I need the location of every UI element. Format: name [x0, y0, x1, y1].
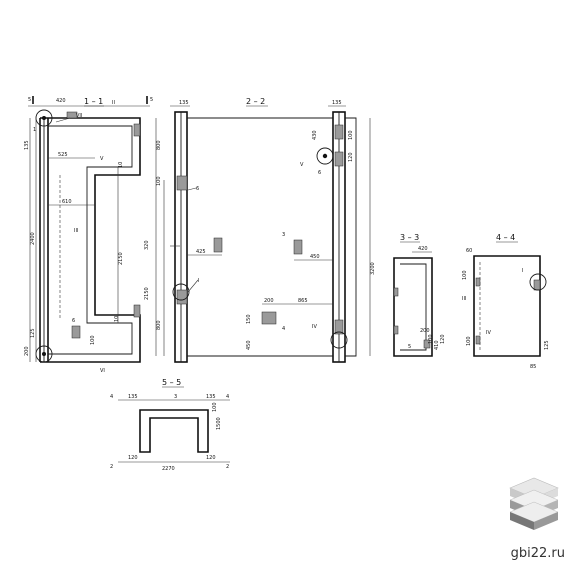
- dim-135-2-2-right: 135: [332, 100, 342, 106]
- dim-120-right: 120: [348, 152, 354, 162]
- section-1-1-title: 1 – 1: [84, 97, 103, 106]
- section-2-2: 2 – 2 135 135 800 100 320 2150: [144, 97, 376, 363]
- section-1-1: 1 – 1 5 5 420 2400 135 200 125 525: [24, 96, 153, 374]
- label-IV: IV: [312, 324, 317, 330]
- brand-logo: [509, 477, 559, 530]
- dim-420-3-3: 420: [418, 246, 428, 252]
- section-5-5: 5 – 5 135 135 3 4 4 1500 100 120 120 227…: [110, 378, 230, 472]
- dim-135-5-5-left: 135: [128, 394, 138, 400]
- dim-800-top: 800: [156, 140, 162, 150]
- dim-200-3-3: 200: [420, 328, 430, 334]
- label-VI: VI: [100, 368, 105, 374]
- label-III-1-1: III: [74, 228, 78, 234]
- dim-150: 150: [246, 314, 252, 324]
- site-watermark: gbi22.ru: [510, 546, 565, 561]
- label-I-2-2: I: [198, 278, 199, 284]
- dim-2150: 2150: [118, 252, 124, 265]
- dim-100-3-3: 100: [428, 334, 434, 344]
- cut-mark-5-left: 5: [28, 97, 31, 103]
- dim-865: 865: [298, 298, 308, 304]
- dim-610: 610: [62, 199, 72, 205]
- dim-320: 320: [144, 240, 150, 250]
- cut-mark-4-left: 4: [110, 394, 113, 400]
- dim-2270: 2270: [162, 466, 175, 472]
- dim-1500: 1500: [216, 417, 222, 430]
- dim-100-2-2: 100: [156, 176, 162, 186]
- dim-200-left: 200: [24, 346, 30, 356]
- dim-135-5-5-right: 135: [206, 394, 216, 400]
- cut-mark-2-right: 2: [226, 464, 229, 470]
- label-V-1-1: V: [100, 156, 104, 162]
- section-5-5-title: 5 – 5: [162, 378, 181, 387]
- dim-420: 420: [56, 98, 66, 104]
- dim-100-5-5: 100: [212, 402, 218, 412]
- dim-410: 410: [434, 340, 440, 350]
- dim-2400: 2400: [30, 232, 36, 245]
- dim-10-bottom: 10: [114, 316, 120, 322]
- dim-100-1-1: 100: [90, 335, 96, 345]
- section-3-3: 3 – 3 420 200 100 410 120 5: [393, 233, 446, 357]
- label-I-4-4: I: [522, 268, 523, 274]
- dim-2150-2-2: 2150: [144, 287, 150, 300]
- dim-3200: 3200: [370, 262, 376, 275]
- dim-100-4-4-bottom: 100: [466, 336, 472, 346]
- label-III-4-4: III: [462, 296, 466, 302]
- label-4: 4: [282, 326, 285, 332]
- dim-450: 450: [310, 254, 320, 260]
- label-IV-4-4: IV: [486, 330, 491, 336]
- label-5: 5: [408, 344, 411, 350]
- dim-125-left: 125: [30, 328, 36, 338]
- dim-525: 525: [58, 152, 68, 158]
- label-6-right: 6: [318, 170, 321, 176]
- dim-135-2-2-left: 135: [179, 100, 189, 106]
- dim-60: 60: [466, 248, 472, 254]
- dim-135-left: 135: [24, 140, 30, 150]
- label-6-1-1: 6: [72, 318, 75, 324]
- dim-85: 85: [530, 364, 536, 370]
- dim-425: 425: [196, 249, 206, 255]
- label-1: 1: [33, 127, 36, 133]
- label-6-2-2: 6: [196, 186, 199, 192]
- dim-10-top: 10: [118, 162, 124, 168]
- section-4-4-title: 4 – 4: [496, 233, 515, 242]
- label-VII: VII: [76, 113, 82, 119]
- label-3-5-5: 3: [174, 394, 177, 400]
- dim-120-3-3: 120: [440, 334, 446, 344]
- dim-430: 430: [312, 130, 318, 140]
- section-2-2-title: 2 – 2: [246, 97, 265, 106]
- dim-120-5-5-right: 120: [206, 455, 216, 461]
- dim-100-4-4: 100: [462, 270, 468, 280]
- cut-mark-5-right: 5: [150, 97, 153, 103]
- dim-100-right: 100: [348, 130, 354, 140]
- label-II: II: [112, 100, 115, 106]
- cut-mark-4-right: 4: [226, 394, 229, 400]
- label-V-2-2: V: [300, 162, 304, 168]
- label-3: 3: [282, 232, 285, 238]
- section-3-3-title: 3 – 3: [400, 233, 419, 242]
- section-4-4: 4 – 4 60 100 100 125 85 I III IV: [462, 233, 550, 370]
- dim-125-4-4: 125: [544, 340, 550, 350]
- cut-mark-2-left: 2: [110, 464, 113, 470]
- dim-800-bottom: 800: [156, 320, 162, 330]
- dim-200-2-2: 200: [264, 298, 274, 304]
- dim-450-vertical: 450: [246, 340, 252, 350]
- dim-120-5-5-left: 120: [128, 455, 138, 461]
